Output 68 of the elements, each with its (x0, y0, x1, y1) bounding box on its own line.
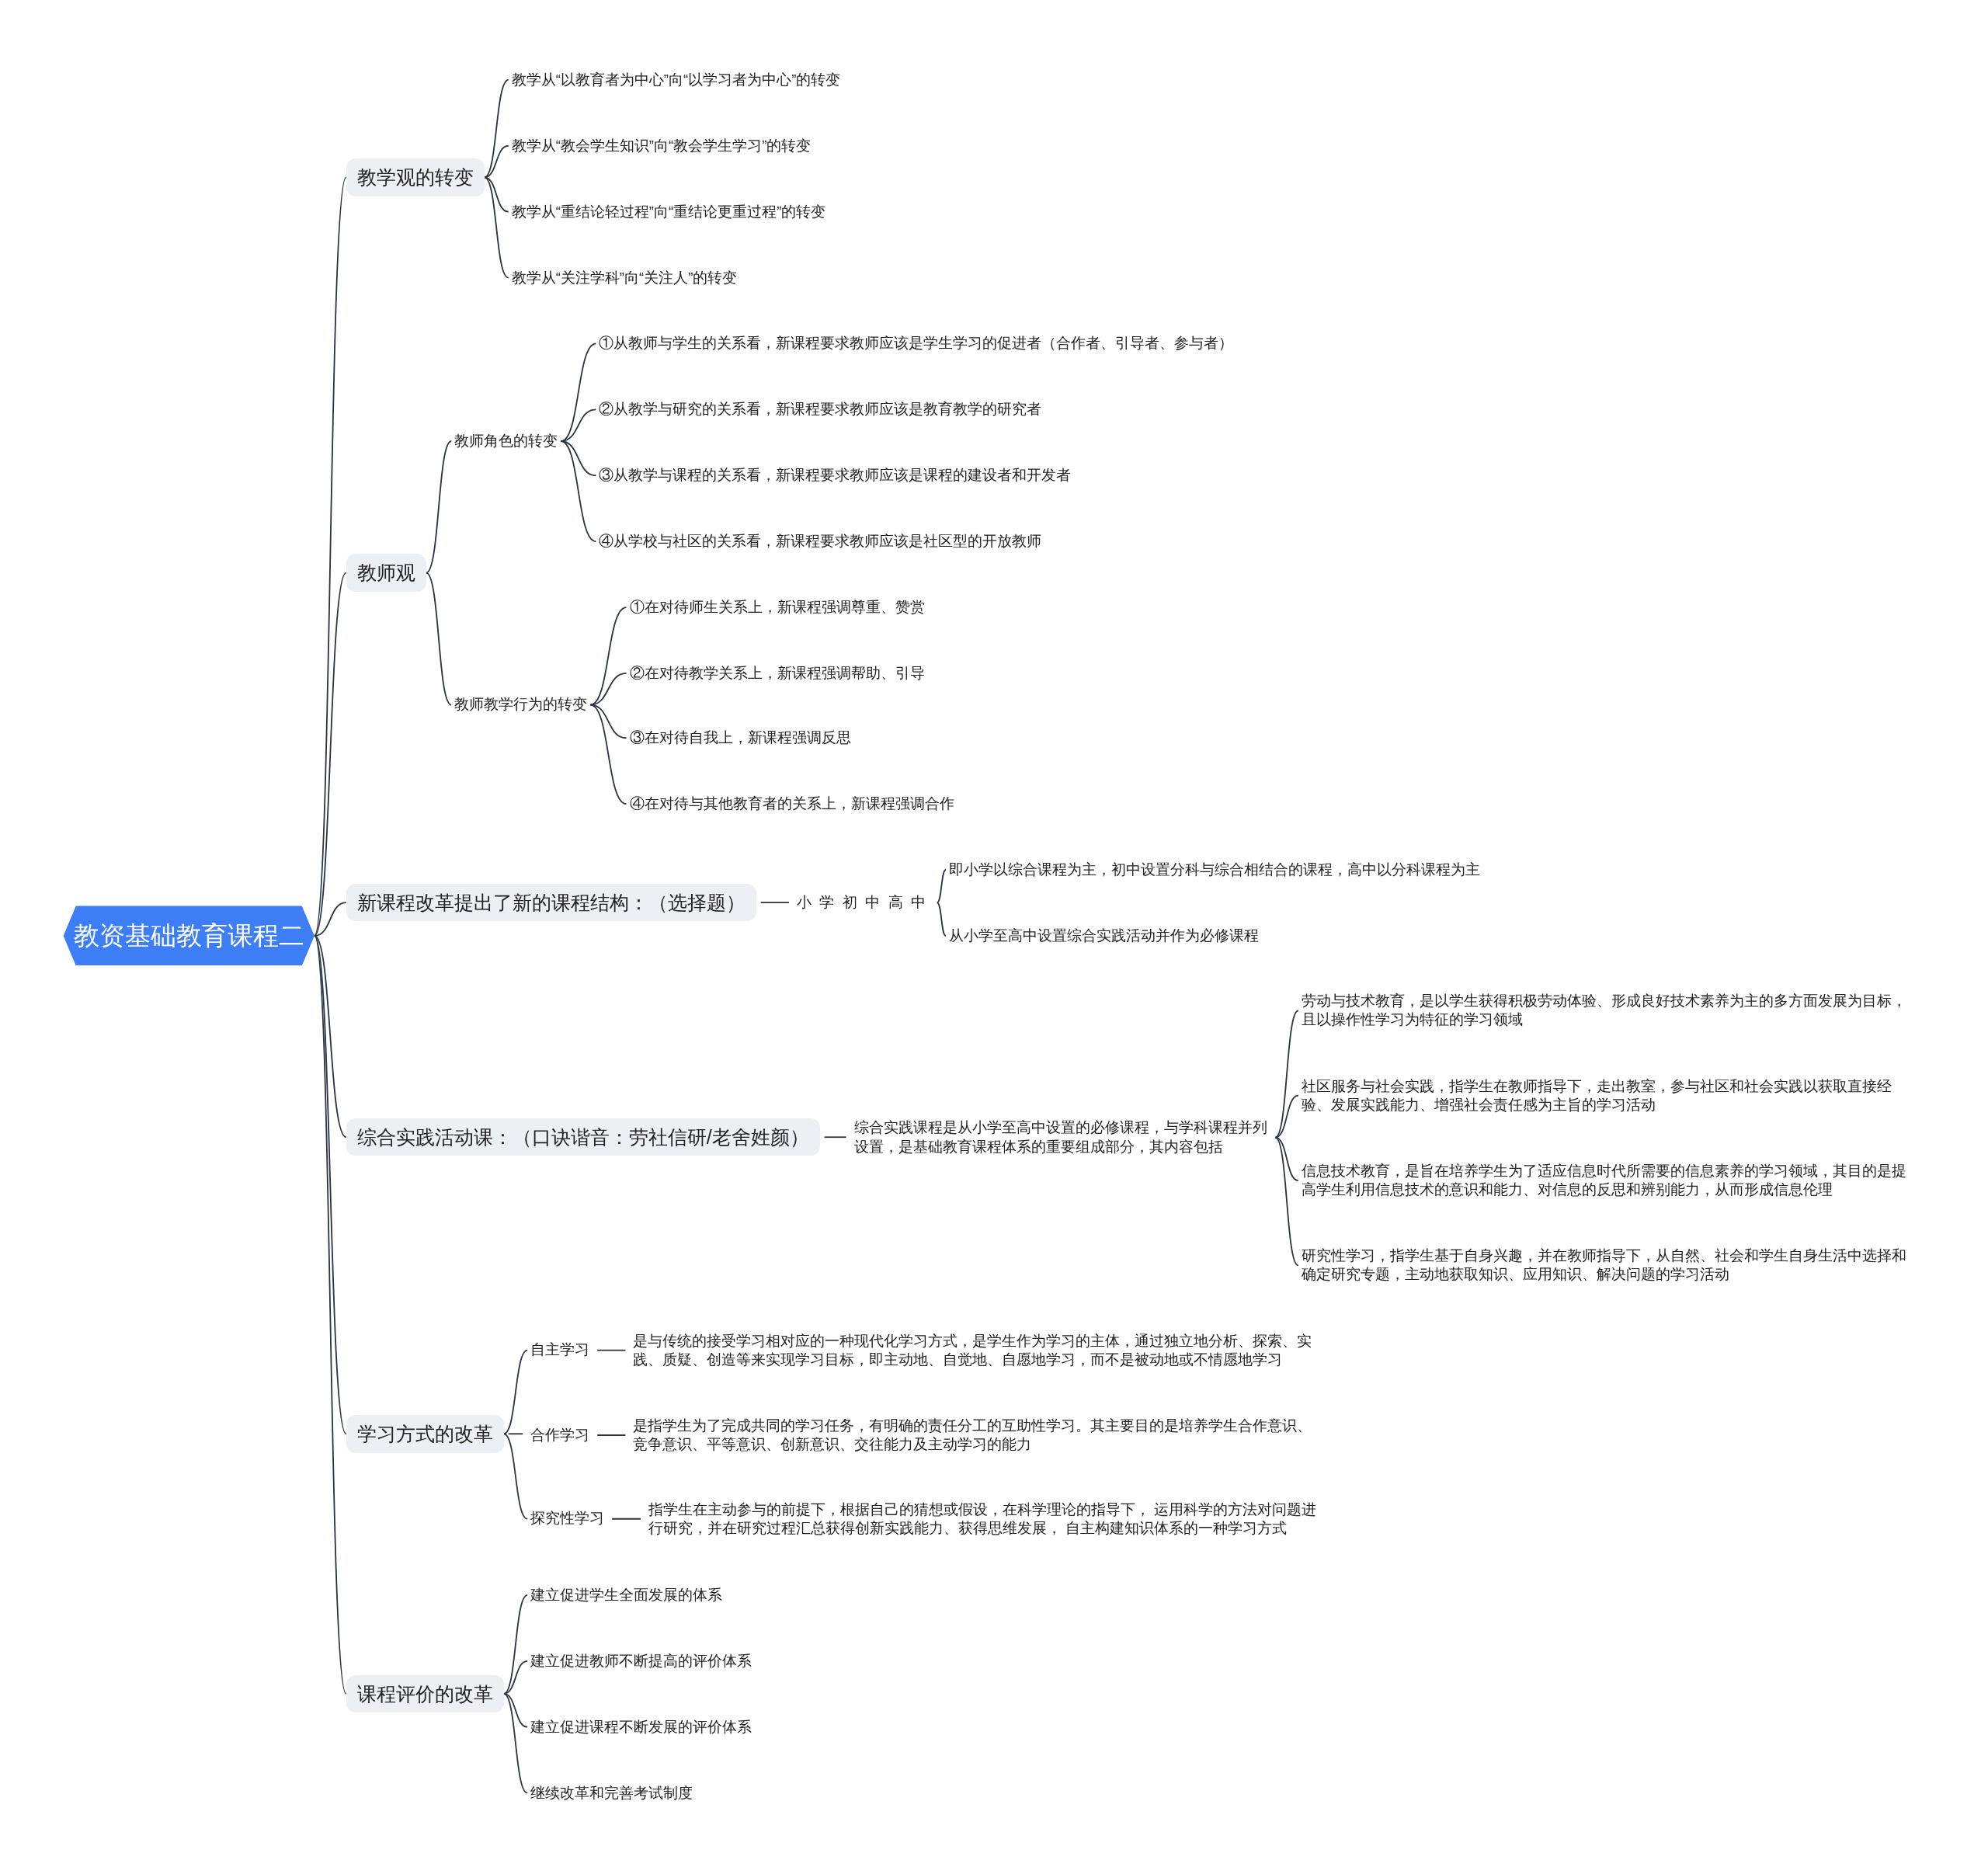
connector-line (314, 935, 347, 1695)
topic-box: 综合实践活动课：（口诀谐音：劳社信研/老舍姓颜） (346, 1118, 820, 1156)
connector-line (823, 1136, 847, 1139)
leaf-text: 教学从“教会学生知识”向“教会学生学习”的转变 (508, 134, 815, 157)
leaf-text: ②在对待教学关系上，新课程强调帮助、引导 (626, 662, 928, 684)
connector-line (314, 572, 347, 937)
leaf-text: ④从学校与社区的关系看，新课程要求教师应该是社区型的开放教师 (596, 530, 1045, 553)
leaf-text: 信息技术教育，是旨在培养学生为了适应信息时代所需要的信息素养的学习领域，其目的是提高学生利用信息技术的意识和能力、对信息的反思和辨别能力，从而形成信息伦理 (1298, 1160, 1921, 1201)
topic-box: 新课程改革提出了新的课程结构：（选择题） (346, 883, 756, 922)
connector-line (425, 572, 453, 706)
leaf-text: 综合实践课程是从小学至高中设置的必修课程，与学科课程并列设置，是基础教育课程体系的重要组成部分，其内容包括 (850, 1117, 1276, 1158)
subtopic-text: 教师角色的转变 (451, 429, 561, 453)
connector-line (502, 1433, 529, 1520)
connector-line (936, 869, 947, 904)
leaf-text: 是指学生为了完成共同的学习任务，有明确的责任分工的互助性学习。其主要目的是培养学生合作意识、竞争意识、平等意识、创新意识、交往能力及主动学习的能力 (630, 1415, 1319, 1456)
connector-line (502, 1693, 529, 1794)
connector-line (589, 704, 627, 805)
connector-line (1274, 1094, 1299, 1139)
connector-line (596, 1434, 627, 1436)
leaf-text: 教学从“重结论轻过程”向“重结论更重过程”的转变 (508, 200, 829, 223)
leaf-text: ②从教学与研究的关系看，新课程要求教师应该是教育教学的研究者 (596, 398, 1045, 421)
connector-line (936, 902, 947, 937)
topic-box: 教学观的转变 (346, 158, 485, 196)
connector-line (507, 1433, 524, 1435)
subtopic-text: 自主学习 (527, 1339, 593, 1361)
leaf-text: 建立促进学生全面发展的体系 (527, 1584, 726, 1606)
leaf-text: ④在对待与其他教育者的关系上，新课程强调合作 (626, 793, 958, 815)
subtopic-text: 教师教学行为的转变 (451, 694, 591, 716)
connector-line (314, 176, 347, 937)
connector-line (759, 902, 790, 904)
connector-line (502, 1594, 529, 1695)
leaf-text: ③从教学与课程的关系看，新课程要求教师应该是课程的建设者和开发者 (596, 464, 1075, 487)
leaf-text: 从小学至高中设置综合实践活动并作为必修课程 (945, 924, 1262, 947)
leaf-text: 社区服务与社会实践，指学生在教师指导下，走出教室，参与社区和社会实践以获取直接经验、发展实践能力、增强社会责任感为主旨的学习活动 (1298, 1075, 1921, 1116)
topic-box: 教师观 (346, 554, 426, 592)
connector-line (314, 935, 347, 1139)
topic-box: 学习方式的改革 (346, 1415, 504, 1453)
connector-line (611, 1518, 641, 1520)
connector-line (1274, 1136, 1299, 1267)
connector-line (560, 440, 597, 543)
connector-line (314, 902, 347, 937)
subtopic-text: 合作学习 (527, 1424, 593, 1447)
root-topic: 教资基础教育课程二 (63, 906, 315, 966)
subtopic-text: 小学初中高中 (794, 891, 937, 914)
topic-box: 课程评价的改革 (346, 1674, 504, 1713)
connector-line (483, 176, 509, 279)
connector-line (502, 1693, 529, 1728)
leaf-text: 教学从“关注学科”向“关注人”的转变 (508, 266, 741, 289)
subtopic-text: 探究性学习 (527, 1507, 608, 1531)
leaf-text: 指学生在主动参与的前提下，根据自己的猜想或假设，在科学理论的指导下， 运用科学的方法对问题进行研究，并在研究过程汇总获得创新实践能力、获得思维发展， 自主构建知识体系的一种学习方式 (645, 1498, 1324, 1539)
leaf-text: 即小学以综合课程为主，初中设置分科与综合相结合的课程，高中以分科课程为主 (945, 859, 1483, 881)
connector-line (314, 935, 347, 1435)
connector-line (589, 607, 627, 706)
leaf-text: 继续改革和完善考试制度 (527, 1782, 697, 1804)
leaf-text: 建立促进教师不断提高的评价体系 (527, 1650, 756, 1672)
leaf-text: 是与传统的接受学习相对应的一种现代化学习方式，是学生作为学习的主体，通过独立地分析、探索、实践、质疑、创造等来实现学习目标，即主动地、自觉地、自愿地学习，而不是被动地或不情愿地学习 (630, 1330, 1336, 1371)
leaf-text: 建立促进课程不断发展的评价体系 (527, 1716, 756, 1738)
leaf-text: ③在对待自我上，新课程强调反思 (626, 727, 854, 749)
leaf-text: ①在对待师生关系上，新课程强调尊重、赞赏 (626, 596, 928, 619)
connector-line (502, 1349, 529, 1435)
connector-line (596, 1349, 627, 1351)
connector-line (425, 440, 453, 574)
leaf-text: 教学从“以教育者为中心”向“以学习者为中心”的转变 (508, 68, 844, 91)
leaf-text: 研究性学习，指学生基于自身兴趣，并在教师指导下，从自然、社会和学生自身生活中选择和确定研究专题，主动地获取知识、应用知识、解决问题的学习活动 (1298, 1245, 1921, 1286)
connector-line (1274, 1010, 1299, 1139)
leaf-text: ①从教师与学生的关系看，新课程要求教师应该是学生学习的促进者（合作者、引导者、参与者） (596, 332, 1237, 355)
leaf-text: 劳动与技术教育，是以学生获得积极劳动体验、形成良好技术素养为主的多方面发展为目标，且以操作性学习为特征的学习领域 (1298, 990, 1921, 1031)
connector-line (1274, 1136, 1299, 1181)
